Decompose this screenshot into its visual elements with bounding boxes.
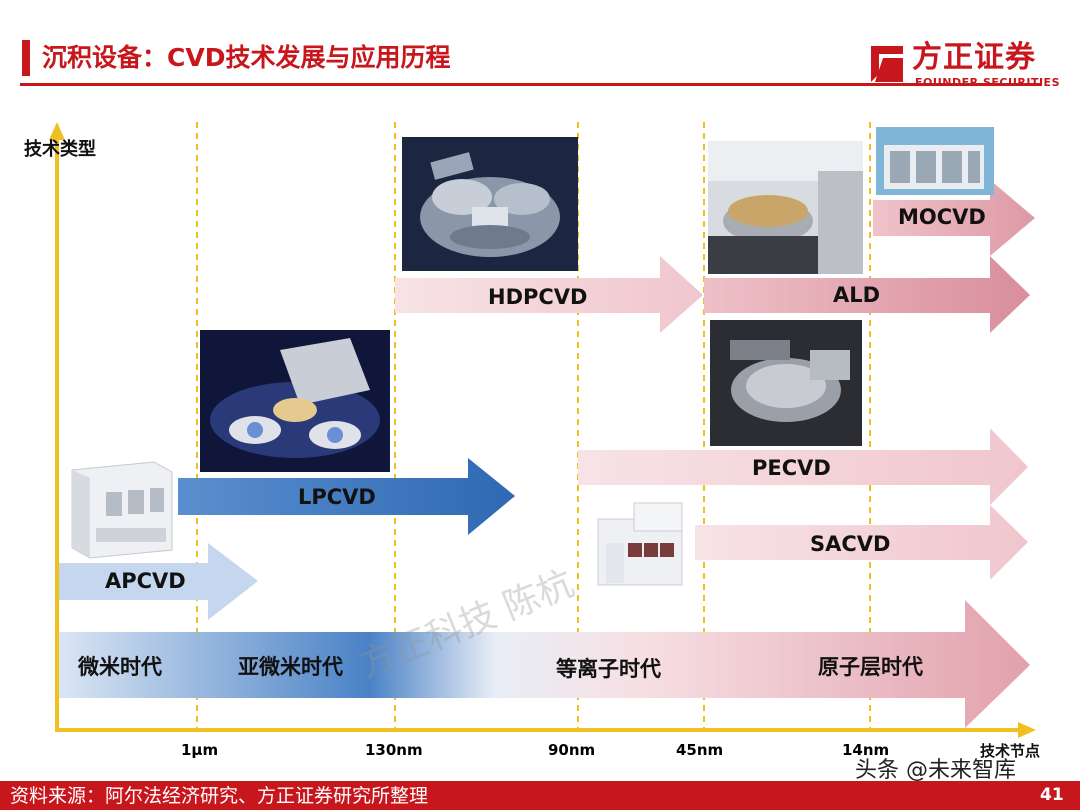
tick-label-45nm: 45nm xyxy=(676,741,724,759)
tick-label-90nm: 90nm xyxy=(548,741,596,759)
mocvd-arrow xyxy=(873,180,1035,256)
sacvd-label: SACVD xyxy=(810,532,891,556)
pecvd-label: PECVD xyxy=(752,456,831,480)
lpcvd-equipment-image xyxy=(200,330,390,472)
x-axis-arrowhead xyxy=(1018,722,1036,738)
tick-label-1um: 1μm xyxy=(181,741,219,759)
sacvd-equipment-image xyxy=(590,497,686,589)
apcvd-arrow xyxy=(58,543,258,620)
era-label-plasma: 等离子时代 xyxy=(556,657,661,681)
node-guide-lines xyxy=(196,122,871,730)
source-note: 资料来源：阿尔法经济研究、方正证券研究所整理 xyxy=(10,785,429,807)
logo-text-cn: 方正证券 xyxy=(912,40,1036,75)
y-axis-label: 技术类型 xyxy=(24,139,96,160)
lpcvd-label: LPCVD xyxy=(298,485,376,509)
era-label-atomic-layer: 原子层时代 xyxy=(818,655,923,679)
mocvd-label: MOCVD xyxy=(898,205,986,229)
era-label-submicron: 亚微米时代 xyxy=(238,655,343,679)
ald-label: ALD xyxy=(833,283,881,307)
y-axis-arrowhead xyxy=(49,122,65,140)
ald-equipment-image xyxy=(708,141,863,274)
apcvd-equipment-image xyxy=(66,458,176,562)
page-title: 沉积设备：CVD技术发展与应用历程 xyxy=(42,43,451,72)
apcvd-label: APCVD xyxy=(105,569,186,593)
era-label-micron: 微米时代 xyxy=(78,655,162,679)
pecvd-equipment-image xyxy=(710,320,862,446)
overlay-caption: 头条 @未来智库 xyxy=(855,758,1016,783)
founder-logo-icon xyxy=(871,46,903,82)
x-axis-label: 技术节点 xyxy=(980,742,1041,760)
era-arrow xyxy=(58,600,1030,728)
pecvd-arrow xyxy=(578,428,1028,505)
lpcvd-arrow xyxy=(178,458,515,535)
hdpcvd-label: HDPCVD xyxy=(488,285,588,309)
mocvd-equipment-image xyxy=(876,127,994,195)
ald-arrow xyxy=(704,256,1030,333)
footer-bar xyxy=(0,781,1080,810)
sacvd-arrow xyxy=(695,505,1028,580)
hdpcvd-equipment-image xyxy=(402,137,578,271)
tick-label-14nm: 14nm xyxy=(842,741,890,759)
header-rule xyxy=(20,83,1040,86)
page-number: 41 xyxy=(1040,785,1064,805)
title-accent-bar xyxy=(22,40,30,76)
tick-label-130nm: 130nm xyxy=(365,741,423,759)
hdpcvd-arrow xyxy=(395,256,703,333)
